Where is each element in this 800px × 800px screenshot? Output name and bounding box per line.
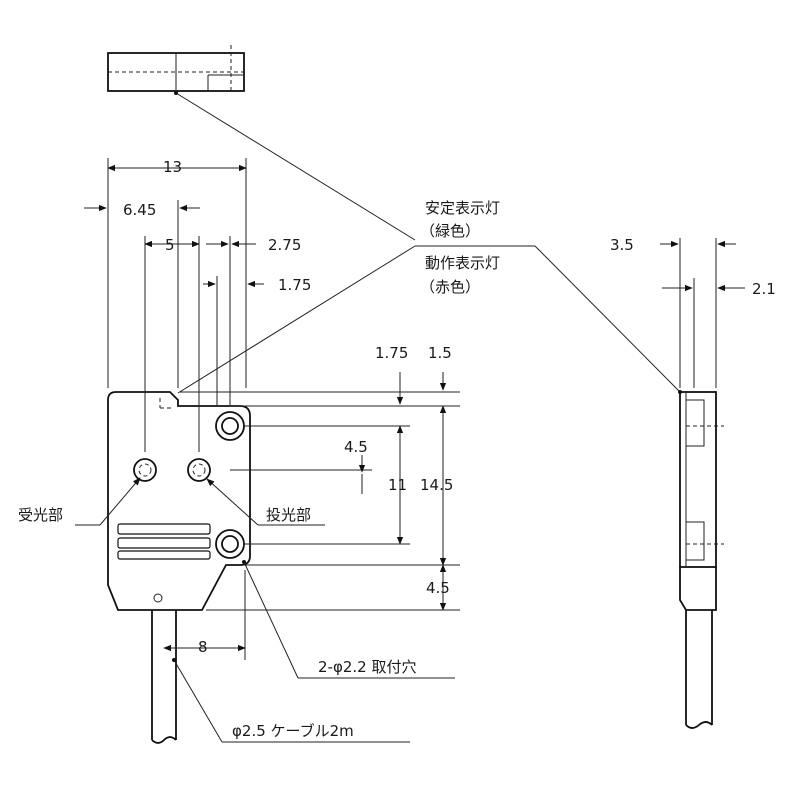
leader-lines [75,91,682,743]
extension-lines [107,158,717,660]
dim-1-5: 1.5 [428,344,452,362]
label-operation-indicator: 動作表示灯 [425,254,500,272]
dim-2-75: 2.75 [268,236,301,254]
dim-1-75-horizontal: 1.75 [278,276,311,294]
dim-14-5: 14.5 [420,476,453,494]
label-stable-indicator: 安定表示灯 [425,199,500,217]
dim-4-5-lower: 4.5 [426,579,450,597]
label-receiver: 受光部 [18,506,63,524]
label-cable: φ2.5 ケーブル2m [232,722,354,740]
dim-2-1: 2.1 [752,280,776,298]
side-view [679,391,724,729]
dim-3-5: 3.5 [610,236,634,254]
dim-4-5-upper: 4.5 [344,438,368,456]
label-mounting-holes: 2-φ2.2 取付穴 [318,658,416,676]
dim-8: 8 [198,638,208,656]
dim-5: 5 [165,236,175,254]
label-stable-color: （緑色） [420,222,480,240]
dim-1-75-vertical: 1.75 [375,344,408,362]
dim-6-45: 6.45 [123,201,156,219]
dim-11: 11 [388,476,407,494]
dimension-lines [84,164,745,652]
dim-13: 13 [163,158,182,176]
front-view [107,391,251,744]
label-emitter: 投光部 [266,506,311,524]
label-operation-color: （赤色） [420,278,480,296]
top-view [107,45,245,92]
